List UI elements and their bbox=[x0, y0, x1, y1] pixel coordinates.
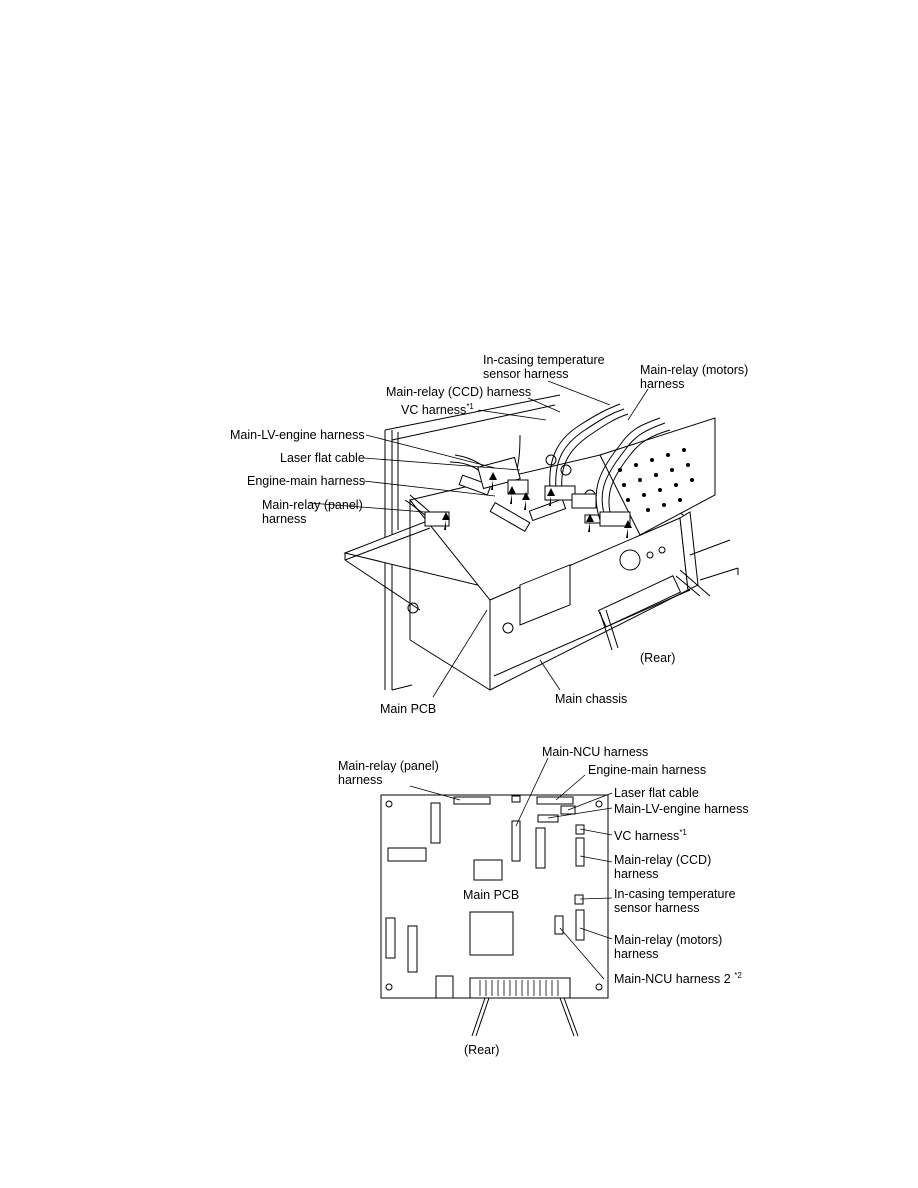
label-vc-harness-bottom: VC harness*1 bbox=[614, 828, 687, 844]
harness-bundles bbox=[404, 403, 671, 527]
label-rear-bottom: (Rear) bbox=[464, 1043, 500, 1057]
bottom-leader-lines bbox=[409, 757, 613, 980]
label-laser-flat-top: Laser flat cable bbox=[280, 451, 365, 465]
label-engine-main-top: Engine-main harness bbox=[247, 474, 366, 488]
label-main-chassis: Main chassis bbox=[555, 692, 628, 706]
rear-connector bbox=[597, 569, 711, 651]
label-main-lv-engine-bottom: Main-LV-engine harness bbox=[614, 802, 749, 816]
label-vc-harness-top: VC harness*1 bbox=[401, 402, 474, 418]
label-main-relay-panel-bottom: Main-relay (panel) harness bbox=[338, 759, 439, 787]
label-main-relay-ccd-bottom: Main-relay (CCD) harness bbox=[614, 853, 712, 881]
footnote-1-bottom: *1 bbox=[679, 828, 687, 837]
footnote-2: *2 bbox=[734, 971, 742, 980]
label-main-relay-motors-top: Main-relay (motors) harness bbox=[640, 363, 749, 391]
top-leader-lines bbox=[309, 380, 649, 698]
footnote-1-top: *1 bbox=[466, 402, 474, 411]
label-main-relay-ccd-top: Main-relay (CCD) harness bbox=[386, 385, 532, 399]
label-rear-top: (Rear) bbox=[640, 651, 676, 665]
label-laser-flat-bottom: Laser flat cable bbox=[614, 786, 699, 800]
label-engine-main-bottom: Engine-main harness bbox=[588, 763, 707, 777]
label-in-casing-temp-bottom: In-casing temperature sensor harness bbox=[614, 887, 736, 915]
main-chassis-plate bbox=[489, 511, 699, 691]
label-main-ncu-bottom: Main-NCU harness bbox=[542, 745, 649, 759]
right-case bbox=[599, 417, 739, 581]
label-in-casing-temp-top: In-casing temperature sensor harness bbox=[483, 353, 605, 381]
label-main-pcb-bottom: Main PCB bbox=[463, 888, 520, 902]
disconnect-arrows bbox=[442, 472, 632, 538]
pcb-board bbox=[380, 794, 609, 1037]
label-main-relay-panel-top: Main-relay (panel) harness bbox=[262, 498, 363, 526]
label-main-ncu-2: Main-NCU harness 2 *2 bbox=[614, 971, 742, 987]
label-main-pcb-top: Main PCB bbox=[380, 702, 437, 716]
label-main-relay-motors-bottom: Main-relay (motors) harness bbox=[614, 933, 723, 961]
label-main-lv-engine-top: Main-LV-engine harness bbox=[230, 428, 365, 442]
